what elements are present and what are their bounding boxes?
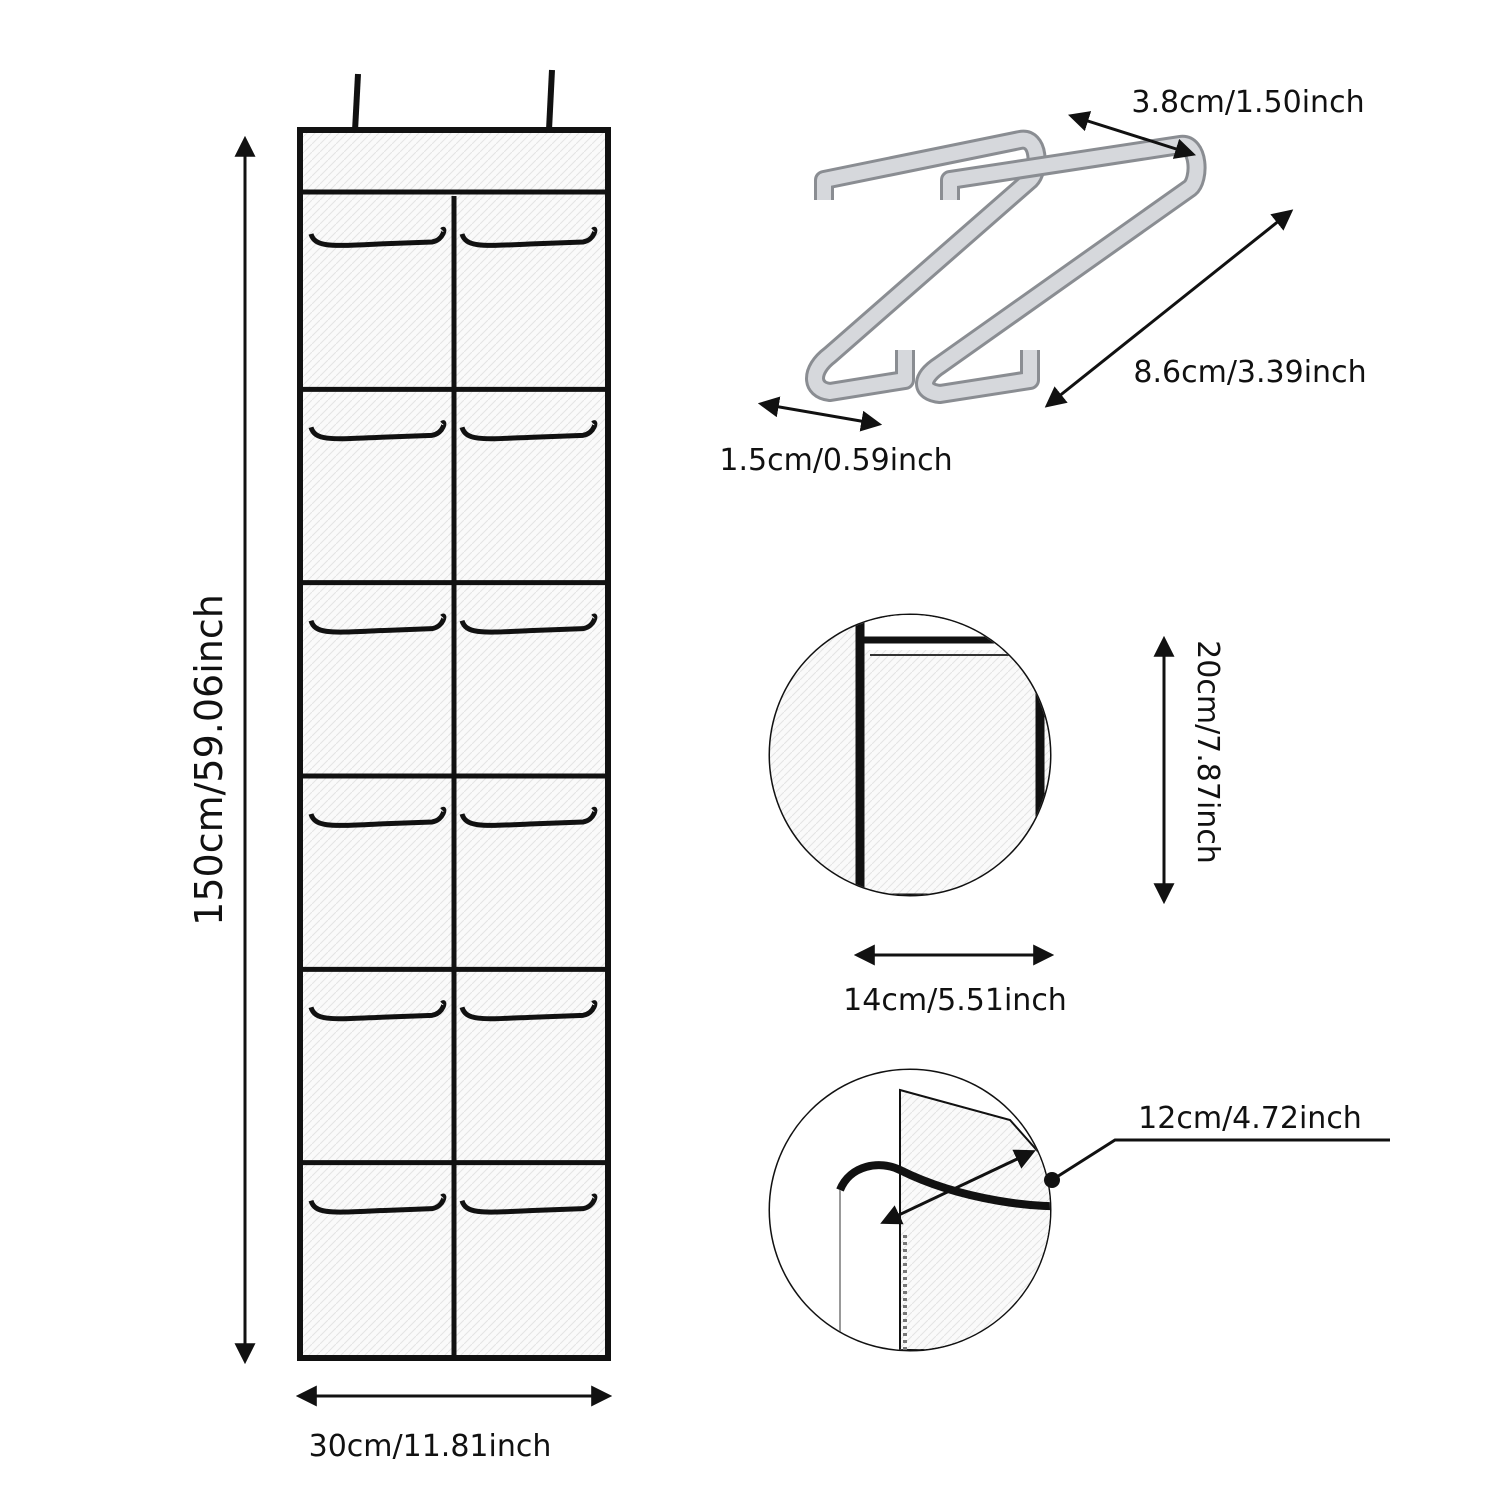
- hook-width-label: 3.8cm/1.50inch: [1131, 85, 1364, 120]
- pocket: [308, 1193, 447, 1215]
- hook-thickness-arrow: [757, 396, 883, 432]
- pocket: [459, 613, 598, 635]
- pocket: [459, 1193, 598, 1215]
- callout-line: [1051, 1138, 1390, 1182]
- hook-thickness-label: 1.5cm/0.59inch: [719, 443, 952, 478]
- pocket: [459, 420, 598, 442]
- height-label: 150cm/59.06inch: [187, 594, 231, 926]
- pocket: [308, 1000, 447, 1022]
- pocket-depth-label: 12cm/4.72inch: [1138, 1101, 1362, 1136]
- pocket: [459, 226, 598, 248]
- pocket: [459, 1000, 598, 1022]
- pocket: [308, 420, 447, 442]
- pocket: [308, 613, 447, 635]
- width-label: 30cm/11.81inch: [309, 1429, 552, 1464]
- pocket: [308, 226, 447, 248]
- pocket-depth-arrow: [880, 1149, 1036, 1225]
- hook-width-arrow: [1067, 111, 1197, 159]
- pocket-detail-circle: [768, 613, 1052, 897]
- pocket: [308, 806, 447, 828]
- pocket-width-label: 14cm/5.51inch: [843, 983, 1067, 1018]
- pocket: [459, 806, 598, 828]
- hook-length-arrow: [1044, 209, 1294, 408]
- hook-length-label: 8.6cm/3.39inch: [1133, 355, 1366, 390]
- pocket-height-label: 20cm/7.87inch: [1190, 640, 1225, 864]
- pocket-depth-detail-circle: [768, 1068, 1052, 1352]
- door-organizer: [297, 69, 611, 1361]
